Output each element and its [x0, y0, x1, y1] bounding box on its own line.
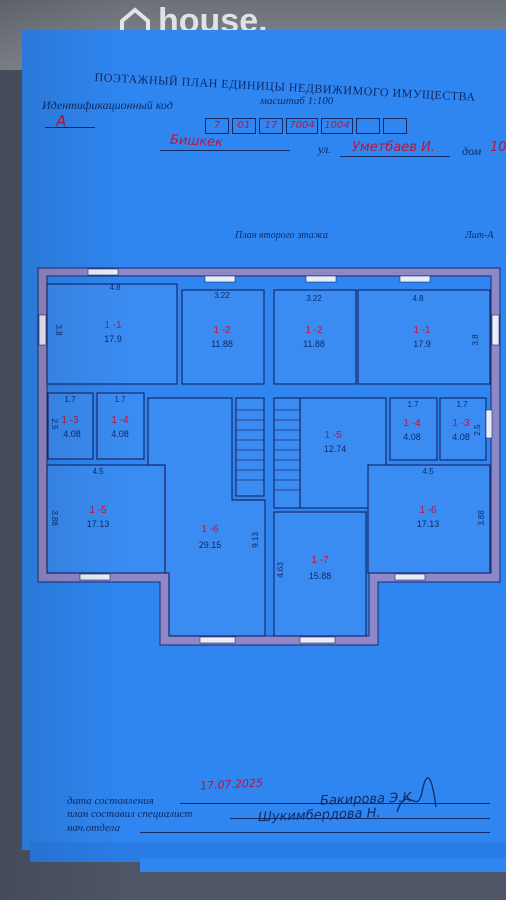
- id-box: 01: [232, 118, 256, 134]
- room-label: 1 -7: [311, 555, 329, 566]
- window: [79, 573, 111, 581]
- room-1-6b: [367, 464, 491, 574]
- head-underline: [140, 832, 490, 833]
- dimension: 3.22: [214, 291, 230, 300]
- room-area: 4.08: [111, 429, 129, 439]
- dimension: 2.5: [473, 424, 482, 436]
- id-box: 1004: [321, 118, 353, 134]
- room-area: 11.88: [303, 339, 325, 349]
- room-1-4b: [389, 397, 438, 461]
- room-1-6-hall: [147, 397, 266, 637]
- stair-left: [235, 397, 265, 497]
- window: [399, 275, 431, 283]
- house-value: 10: [490, 140, 506, 155]
- street-underline: [340, 156, 450, 157]
- room-label: 1 -6: [201, 524, 219, 535]
- id-box: [383, 118, 407, 134]
- room-1-1: [46, 283, 178, 385]
- room-area: 12.74: [324, 444, 347, 454]
- room-1-3b: [439, 397, 487, 461]
- dimension: 4.63: [276, 562, 285, 578]
- window: [305, 275, 337, 283]
- room-label: 1 -2: [305, 325, 323, 336]
- dimension: 1.7: [456, 400, 468, 409]
- room-area: 15.88: [309, 571, 332, 581]
- document-sheet-underlay-2: [140, 858, 506, 872]
- date-underline: [180, 803, 490, 804]
- window: [394, 573, 426, 581]
- dimension: 3.88: [50, 510, 59, 526]
- room-label: 1 -5: [324, 430, 342, 441]
- signature: [396, 777, 437, 813]
- room-1-2b: [273, 289, 357, 385]
- room-label: 1 -5: [89, 505, 107, 516]
- room-label: 1 -4: [403, 418, 421, 429]
- room-label: 1 -6: [419, 505, 437, 516]
- room-area: 17.9: [413, 339, 431, 349]
- window: [87, 268, 119, 276]
- window: [204, 275, 236, 283]
- scale-label: масштаб 1:100: [260, 95, 334, 107]
- dimension: 4.8: [412, 294, 424, 303]
- document-sheet-underlay: [30, 842, 506, 862]
- id-code-value: А: [56, 112, 67, 130]
- dimension: 1.7: [407, 400, 419, 409]
- id-code-underline: [45, 127, 95, 128]
- street-label: ул.: [318, 142, 332, 156]
- room-area: 4.08: [452, 432, 470, 442]
- window: [299, 636, 336, 644]
- stair-right: [273, 397, 301, 509]
- lit-label: Лит-А: [465, 230, 494, 241]
- dimension: 4.8: [109, 283, 121, 292]
- made-by-label: план составил специалист: [67, 808, 193, 820]
- dimension: 3.22: [306, 294, 322, 303]
- window: [485, 409, 493, 439]
- dimension: 4.5: [422, 467, 434, 476]
- id-box: 7: [205, 118, 229, 134]
- window: [38, 314, 47, 346]
- id-box: 7004: [286, 118, 318, 134]
- made-by-underline: [230, 818, 490, 819]
- room-1-2: [181, 289, 265, 385]
- window: [491, 314, 500, 346]
- room-area: 4.08: [403, 432, 421, 442]
- dimension: 3.8: [471, 334, 480, 346]
- room-label: 1 -2: [213, 325, 231, 336]
- id-box: 17: [259, 118, 283, 134]
- room-label: 1 -1: [413, 325, 431, 336]
- room-1-5: [46, 464, 166, 574]
- date-label: дата составления: [67, 795, 154, 807]
- room-label: 1 -4: [111, 415, 129, 426]
- dimension: 1.7: [114, 395, 126, 404]
- dimension: 2.5: [50, 418, 59, 430]
- room-1-7: [273, 511, 367, 637]
- dimension: 9.13: [251, 532, 260, 548]
- room-1-1b: [357, 289, 491, 385]
- dimension: 3.88: [477, 510, 486, 526]
- room-area: 17.13: [417, 519, 440, 529]
- room-area: 17.9: [104, 334, 122, 344]
- id-code-boxes: 7 01 17 7004 1004: [205, 118, 407, 134]
- room-label: 1 -3: [452, 418, 470, 429]
- room-label: 1 -1: [104, 320, 122, 331]
- room-1-3: [47, 392, 94, 460]
- dimension: 1.7: [64, 395, 76, 404]
- room-area: 11.88: [211, 339, 233, 349]
- city-underline: [160, 150, 290, 151]
- id-box: [356, 118, 380, 134]
- plan-title: План второго этажа: [235, 230, 328, 241]
- id-code-label: Идентификационный код: [42, 98, 173, 112]
- room-1-4: [96, 392, 145, 460]
- dimension: 4.5: [92, 467, 104, 476]
- room-area: 4.08: [63, 429, 81, 439]
- house-label: дом: [462, 144, 482, 158]
- room-label: 1 -3: [61, 415, 79, 426]
- room-area: 29.15: [199, 540, 222, 550]
- dimension: 3.8: [54, 324, 63, 336]
- head-label: нач.отдела: [67, 822, 120, 834]
- window: [199, 636, 236, 644]
- room-area: 17.13: [87, 519, 110, 529]
- street-value: Уметбаев И.: [352, 140, 435, 155]
